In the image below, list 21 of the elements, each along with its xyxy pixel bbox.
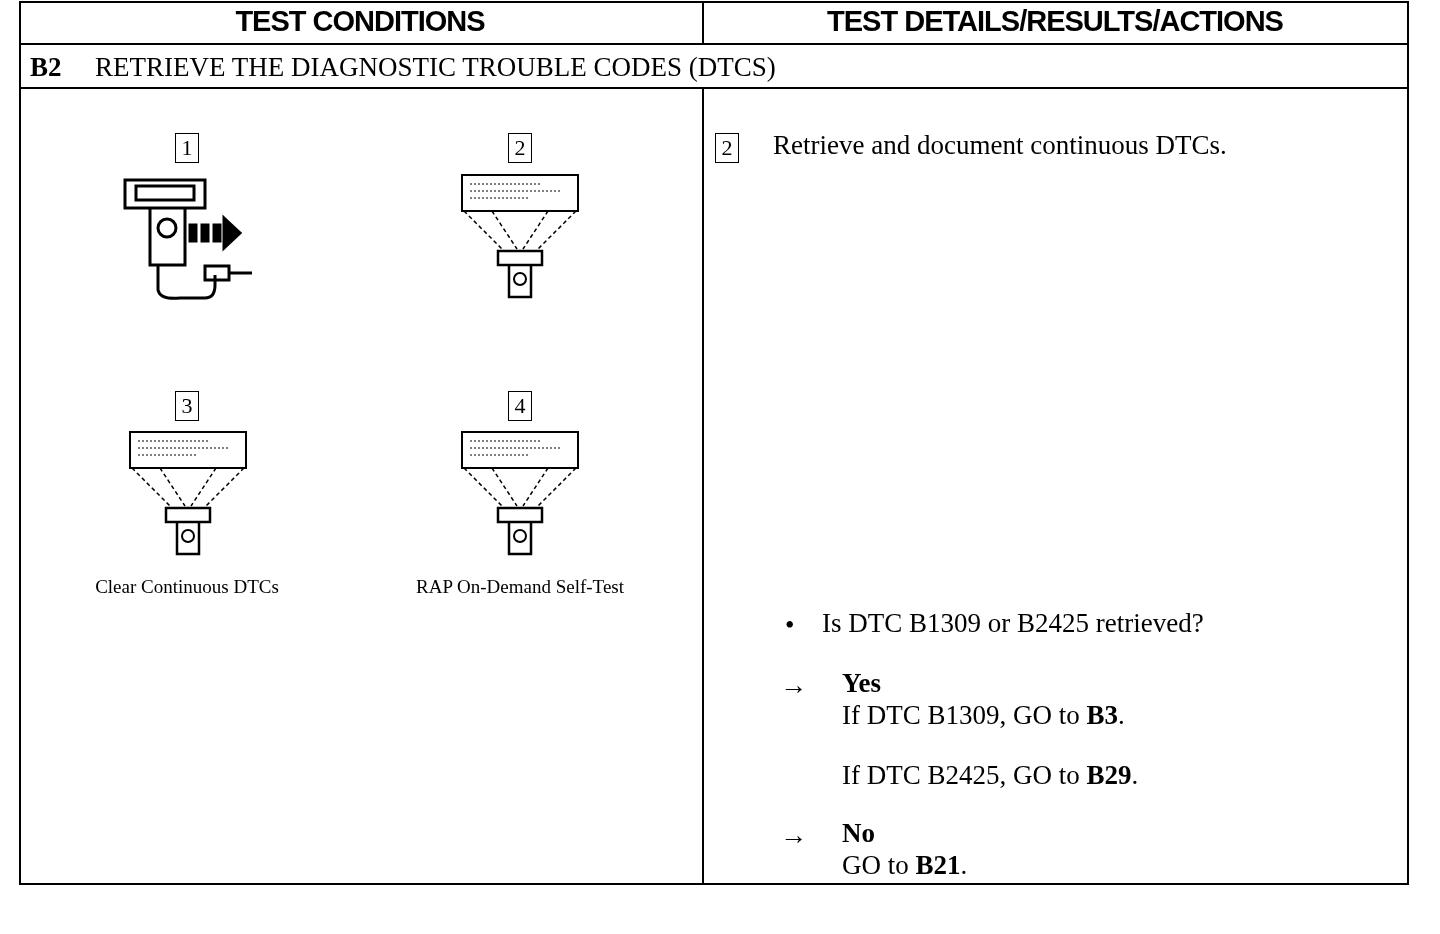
callout-number: 2 (508, 133, 532, 163)
figure-caption: Clear Continuous DTCs (95, 576, 279, 598)
figure-caption: RAP On-Demand Self-Test (416, 576, 624, 598)
callout-number: 4 (508, 391, 532, 421)
callout-number: 2 (715, 133, 739, 163)
step-title: RETRIEVE THE DIAGNOSTIC TROUBLE CODES (DTCS) (95, 52, 776, 84)
bullet: • (785, 610, 795, 642)
step-code: B2 (30, 52, 62, 84)
result-arrow: → (780, 670, 807, 702)
answer-label: Yes (842, 668, 881, 700)
callout-number: 3 (175, 391, 199, 421)
instruction-text: Retrieve and document continuous DTCs. (773, 130, 1227, 162)
action-text: GO to B21. (842, 850, 968, 882)
answer-label: No (842, 818, 875, 850)
column-header: TEST CONDITIONS (235, 5, 485, 39)
action-text: If DTC B1309, GO to B3. (842, 700, 1125, 732)
result-arrow: → (780, 820, 807, 852)
column-header: TEST DETAILS/RESULTS/ACTIONS (827, 5, 1283, 39)
callout-number: 1 (175, 133, 199, 163)
action-text: If DTC B2425, GO to B29. (842, 760, 1139, 792)
question-text: Is DTC B1309 or B2425 retrieved? (822, 608, 1204, 640)
